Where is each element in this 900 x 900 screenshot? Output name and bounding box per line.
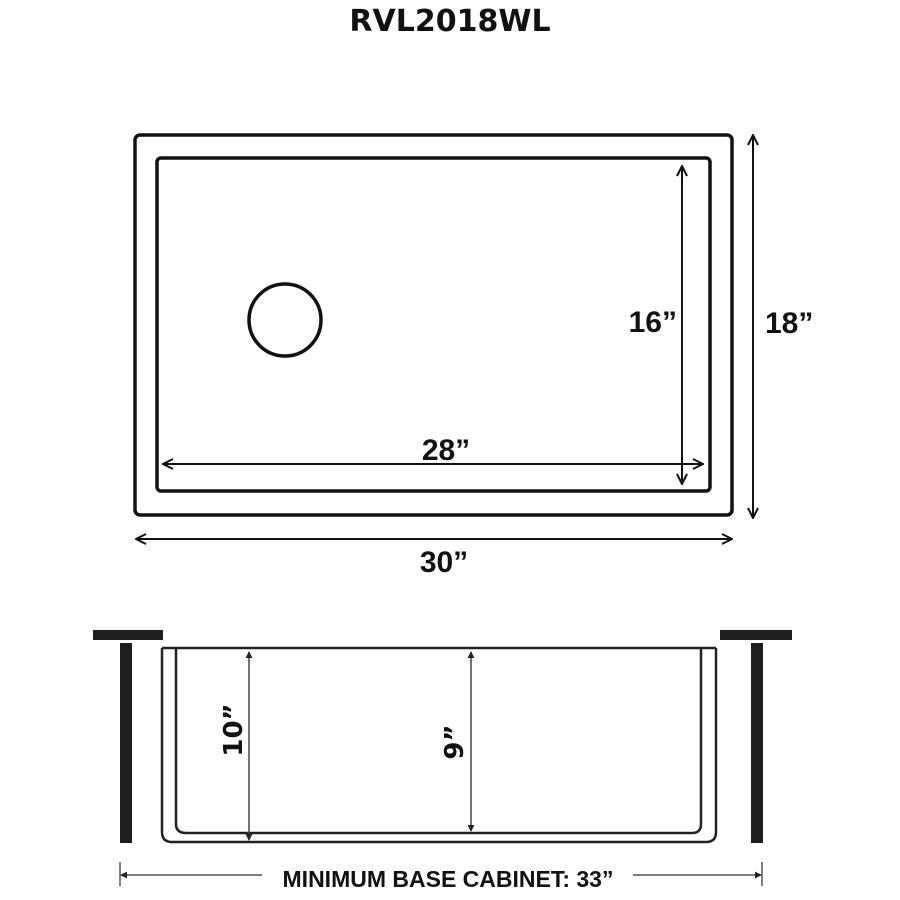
drain-icon: [247, 282, 323, 358]
sink-outer-profile: [160, 648, 718, 844]
cabinet-label: MINIMUM BASE CABINET: 33”: [283, 866, 614, 892]
model-title: RVL2018WL: [349, 4, 551, 39]
outer-depth-label: 18”: [765, 307, 813, 340]
top-view: 16” 28” 18” 30”: [133, 133, 813, 579]
side-view: 10” 9” MINIMUM BASE CABINET: 33”: [93, 630, 792, 892]
left-cabinet-wall: [120, 643, 132, 843]
outer-rim: [133, 133, 734, 517]
right-countertop: [720, 630, 792, 640]
inner-basin: [155, 156, 712, 493]
right-cabinet-wall: [751, 643, 763, 843]
outer-width-label: 30”: [420, 546, 468, 579]
sink-inner-profile: [174, 648, 703, 835]
outer-height-label: 10”: [219, 703, 249, 756]
left-countertop: [93, 630, 163, 640]
inner-height-label: 9”: [440, 724, 470, 759]
inner-depth-label: 16”: [629, 306, 677, 339]
inner-width-label: 28”: [422, 434, 470, 467]
